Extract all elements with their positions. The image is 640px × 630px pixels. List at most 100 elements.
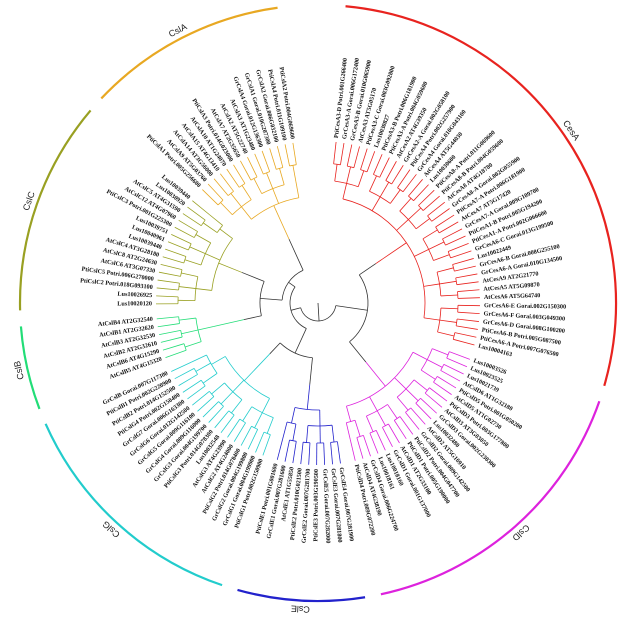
terminal-branch xyxy=(454,265,476,272)
internal-branch xyxy=(178,286,196,289)
terminal-branch xyxy=(442,228,463,240)
terminal-branch xyxy=(455,273,478,279)
internal-branch xyxy=(291,407,296,424)
internal-branch xyxy=(399,198,412,212)
terminal-branch xyxy=(269,148,277,170)
internal-branch xyxy=(197,326,214,331)
backbone-branch xyxy=(260,297,283,301)
backbone-branch xyxy=(317,302,320,321)
node-arc xyxy=(294,407,320,411)
internal-branch xyxy=(396,219,409,231)
internal-branch xyxy=(437,331,455,337)
internal-branch xyxy=(414,249,429,257)
internal-branch xyxy=(261,398,270,413)
terminal-branch xyxy=(443,363,464,375)
terminal-branch xyxy=(360,148,368,170)
internal-branch xyxy=(232,379,245,393)
terminal-branch xyxy=(197,396,215,412)
terminal-branch xyxy=(420,397,437,414)
terminal-branch xyxy=(171,361,192,372)
clade-stem xyxy=(213,319,244,327)
terminal-branch xyxy=(165,248,187,257)
internal-branch xyxy=(202,222,218,233)
internal-branch xyxy=(306,425,309,443)
backbone-branch xyxy=(288,281,296,288)
terminal-branch xyxy=(174,368,195,380)
internal-branch xyxy=(195,362,211,372)
terminal-branch xyxy=(247,429,259,450)
terminal-branch xyxy=(162,343,185,351)
terminal-branch xyxy=(363,435,371,457)
internal-branch xyxy=(254,412,263,429)
node-arc xyxy=(289,164,297,167)
internal-branch xyxy=(231,399,243,414)
terminal-branch xyxy=(456,281,479,286)
node-arc xyxy=(356,435,364,438)
backbone-branch xyxy=(290,307,301,311)
internal-branch xyxy=(179,317,196,321)
internal-branch xyxy=(195,288,212,291)
node-arc xyxy=(232,199,252,216)
backbone-branch xyxy=(309,357,313,385)
terminal-branch xyxy=(158,271,181,277)
internal-branch xyxy=(405,388,419,402)
internal-branch xyxy=(379,181,390,198)
internal-branch xyxy=(184,259,202,266)
node-arc xyxy=(452,264,455,272)
internal-branch xyxy=(266,172,274,189)
terminal-branch xyxy=(213,178,229,196)
internal-branch xyxy=(433,254,450,261)
clade-label-cslb: CslB xyxy=(12,360,26,381)
terminal-branch xyxy=(349,439,356,461)
terminal-branch xyxy=(453,338,475,346)
internal-branch xyxy=(354,420,361,437)
backbone-branch xyxy=(269,342,281,355)
node-arc xyxy=(178,316,180,324)
internal-branch xyxy=(220,202,233,215)
terminal-branch xyxy=(418,189,435,206)
terminal-branch xyxy=(276,146,284,168)
terminal-branch xyxy=(182,379,202,393)
terminal-branch xyxy=(340,143,345,165)
internal-branch xyxy=(202,373,218,384)
internal-branch xyxy=(331,425,335,443)
leaf-label: GrCesA6-E Gorai.002G150300 xyxy=(484,302,566,310)
terminal-branch xyxy=(187,206,206,221)
terminal-branch xyxy=(162,256,184,264)
terminal-branch xyxy=(156,295,179,298)
internal-branch xyxy=(345,422,351,440)
terminal-branch xyxy=(160,264,183,271)
terminal-branch xyxy=(165,349,187,359)
node-arc xyxy=(333,163,341,166)
terminal-branch xyxy=(233,164,246,184)
terminal-branch xyxy=(373,154,383,175)
leaf-label: AtCesA5 AT5G09870 xyxy=(483,281,540,293)
terminal-branch xyxy=(192,200,210,215)
terminal-branch xyxy=(178,374,198,386)
terminal-branch xyxy=(379,157,390,178)
internal-branch xyxy=(440,294,458,297)
internal-branch xyxy=(195,234,211,244)
terminal-branch xyxy=(292,441,297,464)
node-arc xyxy=(200,380,206,387)
terminal-branch xyxy=(333,141,337,164)
terminal-branch xyxy=(254,153,264,175)
backbone-branch xyxy=(241,272,265,282)
terminal-branch xyxy=(156,316,179,320)
internal-branch xyxy=(342,183,348,200)
terminal-branch xyxy=(438,221,459,234)
internal-branch xyxy=(266,417,274,434)
clade-stem xyxy=(218,262,243,273)
internal-branch xyxy=(413,379,428,391)
terminal-branch xyxy=(220,414,235,433)
terminal-branch xyxy=(410,407,426,425)
terminal-branch xyxy=(219,173,234,192)
internal-branch xyxy=(211,382,225,395)
backbone-branch xyxy=(335,305,368,311)
clade-label-csle: CslE xyxy=(291,604,311,615)
internal-branch xyxy=(334,164,338,182)
internal-branch xyxy=(219,228,233,239)
